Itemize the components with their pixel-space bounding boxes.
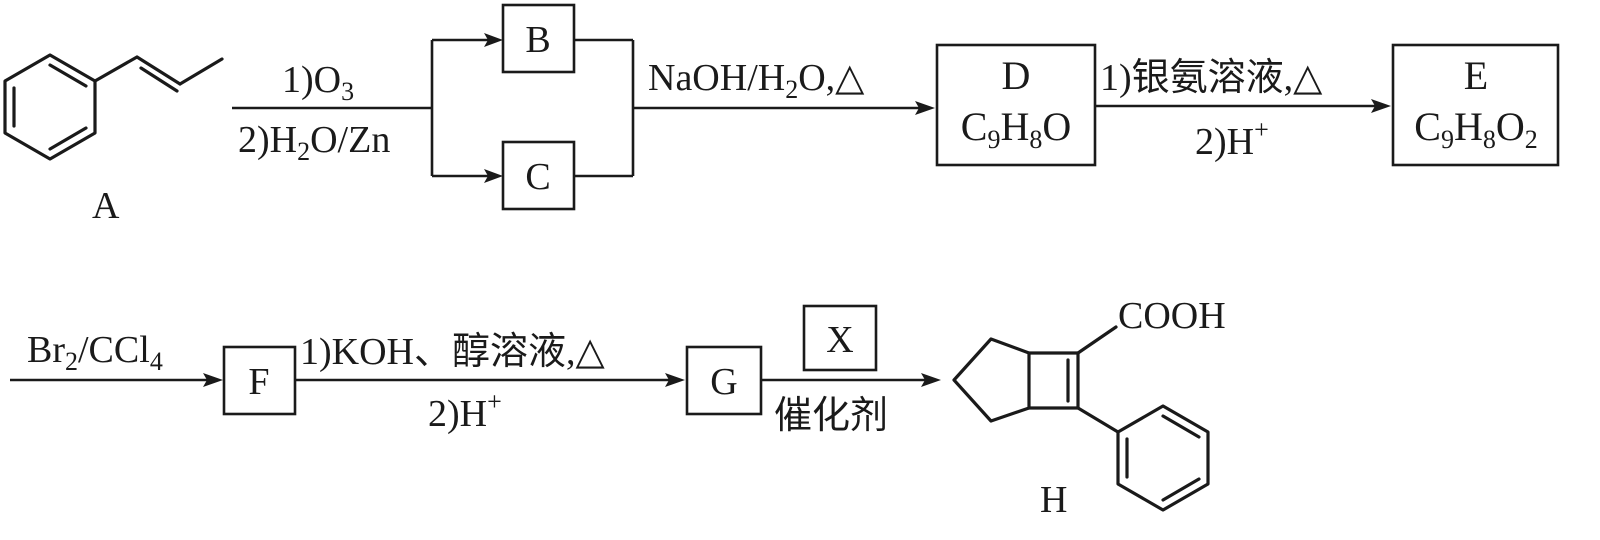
- structure-h: [952, 325, 1210, 512]
- condition-step5-line1: 1)KOH、醇溶液,△: [300, 331, 605, 373]
- compound-d-label: D: [1002, 53, 1031, 98]
- compound-c-label: C: [525, 156, 550, 198]
- compound-e-formula: C9H8O2: [1414, 104, 1537, 154]
- arrowhead-step4: [203, 373, 223, 387]
- arrowhead-step5: [665, 373, 685, 387]
- condition-step2-line1: NaOH/H2O,△: [648, 57, 865, 104]
- compound-b-label: B: [525, 19, 550, 61]
- condition-step4-line1: Br2/CCl4: [27, 329, 163, 376]
- arrowhead-step3: [1371, 99, 1391, 113]
- condition-step1-line2: 2)H2O/Zn: [238, 119, 390, 166]
- arrowhead-to-b: [484, 33, 503, 47]
- condition-step5-line2: 2)H+: [428, 387, 502, 435]
- alkene-double-bond: [135, 55, 182, 86]
- box-x: [802, 304, 878, 372]
- box-b: [501, 3, 576, 74]
- arrowhead-step6: [921, 373, 941, 387]
- compound-f-label: F: [248, 361, 269, 403]
- compound-a-label: A: [92, 185, 120, 227]
- arrowhead-to-c: [484, 169, 503, 183]
- box-d: [935, 43, 1097, 167]
- methyl-bond: [178, 57, 224, 86]
- box-g: [685, 345, 763, 416]
- compound-d-formula: C9H8O: [961, 104, 1071, 154]
- cyclobutene-ring: [1027, 351, 1080, 410]
- compound-e-label: E: [1464, 53, 1488, 98]
- compound-h-label: H: [1040, 479, 1067, 521]
- compound-x-label: X: [826, 319, 853, 361]
- vinyl-bond: [93, 55, 139, 83]
- condition-step1-line1: 1)O3: [282, 59, 354, 106]
- condition-step6-line2: 催化剂: [774, 395, 888, 437]
- benzene-ring-a: [3, 53, 97, 161]
- box-e: [1391, 43, 1560, 167]
- compound-h-substituent: COOH: [1118, 295, 1226, 337]
- benzene-ring-h: [1116, 404, 1210, 512]
- structure-a: [3, 53, 224, 161]
- arrowhead-step2: [915, 101, 935, 115]
- phenyl-bond: [1076, 406, 1120, 434]
- condition-step3-line1: 1)银氨溶液,△: [1100, 57, 1323, 99]
- compound-g-label: G: [710, 361, 737, 403]
- condition-step3-line2: 2)H+: [1195, 115, 1269, 163]
- carboxyl-bond: [1076, 325, 1118, 355]
- box-c: [501, 140, 576, 211]
- cyclopentane-ring: [952, 337, 1031, 423]
